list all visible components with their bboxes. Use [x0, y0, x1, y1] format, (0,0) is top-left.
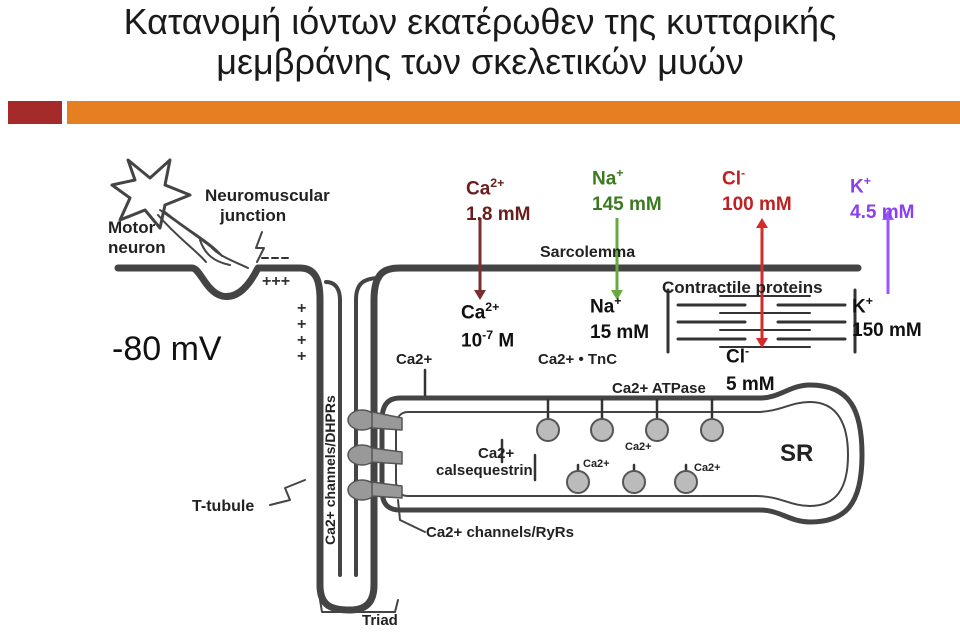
label-small-ca-1: Ca2+: [583, 458, 610, 470]
label-calsequestrin: calsequestrin: [436, 462, 533, 479]
title-line-2: μεμβράνης των σκελετικών μυών: [216, 41, 744, 82]
label-neuron: neuron: [108, 238, 166, 257]
int-na-conc: 15 mM: [590, 322, 650, 343]
triad-bracket: [319, 599, 399, 613]
label-sarcolemma: Sarcolemma: [540, 244, 636, 261]
svg-text:+: +: [297, 348, 306, 365]
label-dhpr: Ca2+ channels/DHPRs: [322, 395, 338, 545]
int-k-label: K+: [852, 294, 873, 318]
svg-text:+: +: [297, 300, 306, 317]
title-line-1: Κατανομή ιόντων εκατέρωθεν της κυτταρική…: [123, 1, 837, 42]
ext-na-conc: 145 mM: [592, 194, 662, 215]
membrane-potential: -80 mV: [112, 330, 222, 368]
svg-text:+++: +++: [262, 273, 290, 290]
ext-cl-conc: 100 mM: [722, 194, 792, 215]
sarcolemma-outer: [114, 264, 862, 614]
ext-ca-label: Ca2+: [466, 176, 505, 200]
int-cl-conc: 5 mM: [726, 374, 775, 395]
label-neuromuscular: Neuromuscular: [205, 186, 330, 205]
svg-text:+: +: [297, 332, 306, 349]
label-junction: junction: [220, 206, 287, 225]
int-ca-conc: 10-7 M: [461, 328, 515, 352]
accent-bar-orange: [67, 101, 960, 124]
label-ca-tnc: Ca2+ • TnC: [538, 351, 618, 368]
slide-title: Κατανομή ιόντων εκατέρωθεν της κυτταρική…: [0, 2, 960, 82]
label-triad: Triad: [362, 612, 398, 629]
int-na-label: Na+: [590, 294, 622, 318]
label-sr: SR: [780, 440, 814, 467]
label-calseq-ca: Ca2+: [478, 445, 515, 462]
label-small-ca-3: Ca2+: [694, 462, 721, 474]
sarcolemma-inner: [324, 280, 342, 577]
ext-cl-label: Cl-: [722, 166, 746, 190]
label-t-tubule: T-tubule: [192, 498, 255, 515]
accent-bar-red: [8, 101, 62, 124]
ext-na-label: Na+: [592, 166, 624, 190]
ext-ca-conc: 1.8 mM: [466, 204, 531, 225]
label-contractile: Contractile proteins: [662, 278, 823, 297]
ext-k-label: K+: [850, 174, 871, 198]
int-k-conc: 150 mM: [852, 320, 922, 341]
svg-text:+: +: [297, 316, 306, 333]
label-small-ca-2: Ca2+: [625, 441, 652, 453]
label-atpase: Ca2+ ATPase: [612, 380, 706, 397]
int-ca-label: Ca2+: [461, 300, 500, 324]
label-motor: Motor: [108, 218, 156, 237]
label-ca-cytosol: Ca2+: [396, 351, 433, 368]
motor-neuron-shape: [110, 158, 192, 230]
int-cl-label: Cl-: [726, 344, 750, 368]
label-ryr: Ca2+ channels/RyRs: [426, 524, 574, 541]
ext-k-conc: 4.5 mM: [850, 202, 915, 223]
